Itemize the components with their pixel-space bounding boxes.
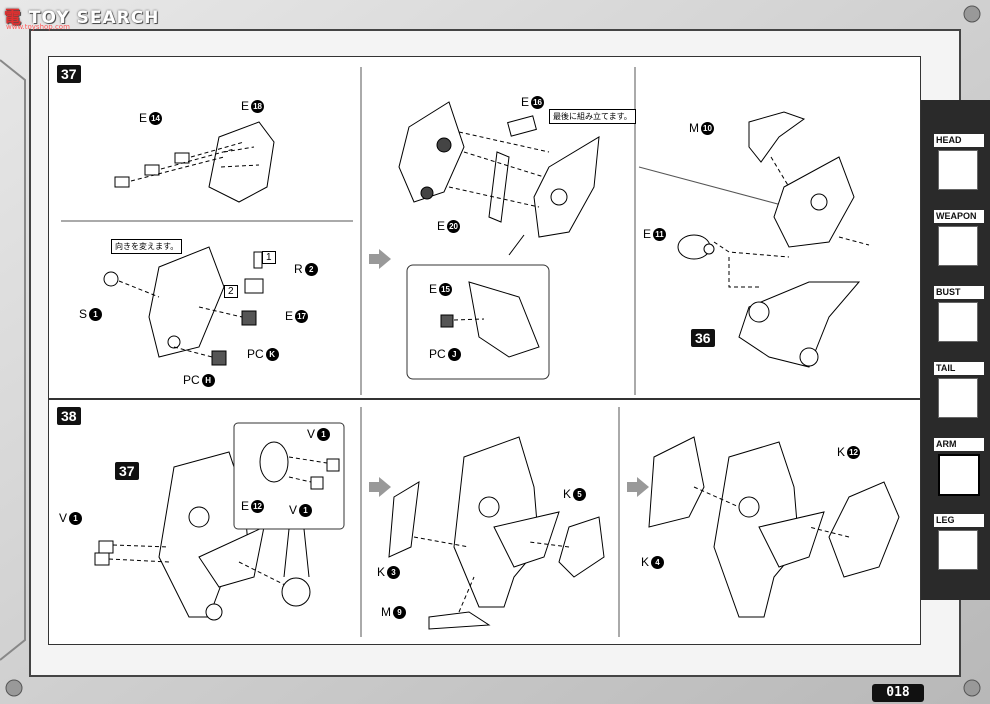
part-36 <box>738 281 861 368</box>
part-k5 <box>558 516 605 578</box>
note-change-direction: 向きを変えます。 <box>111 239 183 254</box>
tab-leg[interactable]: LEG <box>928 514 990 580</box>
part-k12 <box>828 481 900 578</box>
tab-arm[interactable]: ARM <box>928 438 990 504</box>
part-e14 <box>114 152 190 188</box>
part-body-38a <box>158 451 265 621</box>
part-k3 <box>388 481 420 558</box>
step-number-37: 37 <box>57 65 81 83</box>
part-frame-r <box>773 156 855 248</box>
head-icon <box>938 150 978 190</box>
part-e11 <box>677 234 715 260</box>
part-frame-left <box>398 101 465 203</box>
weapon-icon <box>938 226 978 266</box>
watermark: 電 TOY SEARCH <box>4 8 160 28</box>
sub-step-2: 2 <box>224 285 238 298</box>
tab-bust[interactable]: BUST <box>928 286 990 352</box>
tab-tail[interactable]: TAIL <box>928 362 990 428</box>
part-body-38b <box>453 436 560 608</box>
note-assemble-last: 最後に組み立てます。 <box>549 109 636 124</box>
next-arrow <box>369 249 391 269</box>
part-frame-right <box>533 136 600 238</box>
page-number: 018 <box>872 684 924 702</box>
part-k4 <box>648 436 705 528</box>
part-m9 <box>428 611 491 630</box>
tab-head[interactable]: HEAD <box>928 134 990 200</box>
step-ref-36: 36 <box>691 329 715 347</box>
part-body-37b <box>148 246 225 358</box>
step-ref-37: 37 <box>115 462 139 480</box>
sub-step-1: 1 <box>262 251 276 264</box>
part-body-38c <box>713 441 825 618</box>
tail-icon <box>938 378 978 418</box>
part-e18 <box>208 121 275 203</box>
watermark-sub: www.toyshop.com <box>6 23 70 31</box>
bust-icon <box>938 302 978 342</box>
part-m10 <box>748 111 806 163</box>
step-number-38: 38 <box>57 407 81 425</box>
instruction-drawings <box>49 67 920 637</box>
next-arrow <box>627 477 649 497</box>
tab-weapon[interactable]: WEAPON <box>928 210 990 276</box>
part-e20 <box>488 151 510 223</box>
next-arrow <box>369 477 391 497</box>
leg-icon <box>938 530 978 570</box>
arm-icon <box>938 454 980 496</box>
part-e15 <box>468 281 540 358</box>
